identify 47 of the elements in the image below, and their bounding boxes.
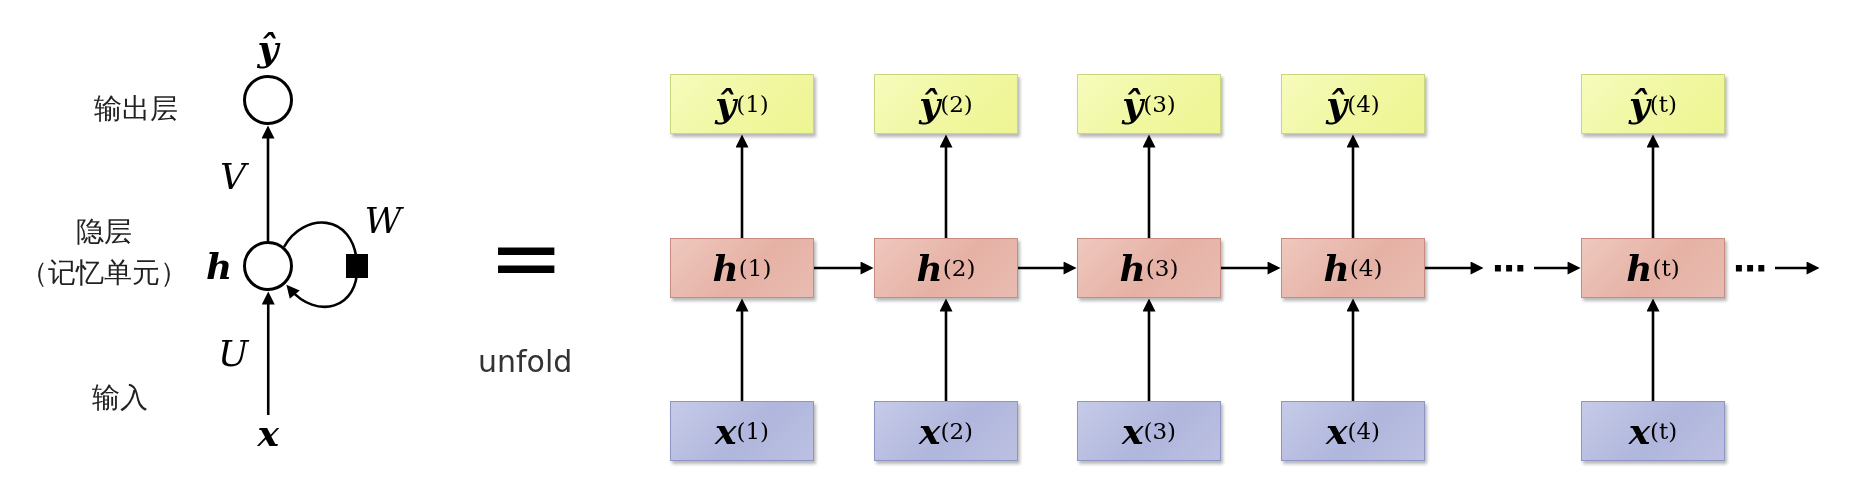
- annotation-label: unfold: [478, 347, 573, 377]
- output-box: ŷ$^{(1)}$: [670, 74, 814, 134]
- arrow: [939, 298, 953, 401]
- arrow: [735, 134, 749, 238]
- ellipsis-label: ⋯: [1733, 251, 1767, 285]
- arrow: [1018, 261, 1077, 275]
- edge-label: W: [364, 203, 402, 239]
- arrow: [1646, 134, 1660, 238]
- layer-label: （记忆单元）: [20, 259, 188, 287]
- arrow: [1425, 261, 1484, 275]
- output-box: ŷ$^{(4)}$: [1281, 74, 1425, 134]
- output-box: ŷ$^{(3)}$: [1077, 74, 1221, 134]
- hidden-state-box: h$^{(3)}$: [1077, 238, 1221, 298]
- variable-label: h: [204, 246, 234, 286]
- ellipsis-label: ⋯: [1492, 251, 1526, 285]
- arrow: [1142, 298, 1156, 401]
- input-box: x$^{(4)}$: [1281, 401, 1425, 461]
- arrow: [261, 125, 275, 241]
- layer-label: 隐层: [76, 218, 132, 246]
- variable-label: ŷ: [256, 29, 282, 67]
- variable-label: x: [257, 415, 279, 451]
- arrow: [814, 261, 874, 275]
- equals-sign: =: [488, 213, 564, 303]
- arrow: [261, 291, 275, 415]
- input-box: x$^{(2)}$: [874, 401, 1018, 461]
- arrow: [1221, 261, 1281, 275]
- hidden-state-box: h$^{(1)}$: [670, 238, 814, 298]
- arrow: [1346, 134, 1360, 238]
- arrow: [1646, 298, 1660, 401]
- input-box: x$^{(3)}$: [1077, 401, 1221, 461]
- arrow: [1142, 134, 1156, 238]
- edge-label: U: [218, 336, 249, 372]
- arrow: [1775, 261, 1820, 275]
- layer-label: 输入: [92, 384, 148, 412]
- input-box: x$^{(1)}$: [670, 401, 814, 461]
- arrow: [735, 298, 749, 401]
- arrow: [939, 134, 953, 238]
- arrow: [282, 221, 359, 309]
- output-box: ŷ$^{(t)}$: [1581, 74, 1725, 134]
- layer-label: 输出层: [94, 95, 178, 123]
- output-box: ŷ$^{(2)}$: [874, 74, 1018, 134]
- input-box: x$^{(t)}$: [1581, 401, 1725, 461]
- hidden-state-box: h$^{(t)}$: [1581, 238, 1725, 298]
- hidden-state-box: h$^{(4)}$: [1281, 238, 1425, 298]
- hidden-state-box: h$^{(2)}$: [874, 238, 1018, 298]
- arrow: [1346, 298, 1360, 401]
- arrow: [1534, 261, 1581, 275]
